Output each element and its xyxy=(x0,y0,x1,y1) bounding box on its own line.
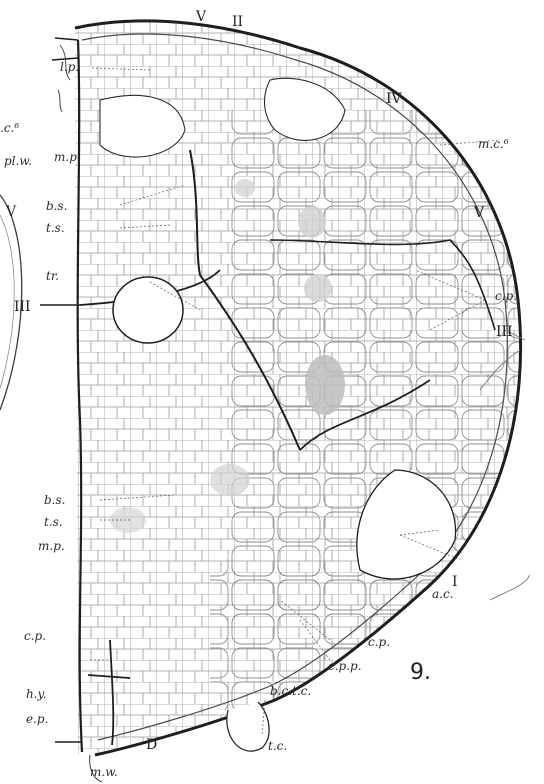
numeral-v-left: V xyxy=(6,205,16,219)
label-cpp: c.p.p. xyxy=(328,660,362,672)
label-hy: h.y. xyxy=(26,688,47,700)
label-bs-top: b.s. xyxy=(46,200,67,212)
label-ac: a.c. xyxy=(432,588,454,600)
label-cp-left: c.p. xyxy=(24,630,46,642)
label-plw: pl.w. xyxy=(4,155,32,167)
label-mw: m.w. xyxy=(90,766,118,778)
label-tr: tr. xyxy=(46,270,59,282)
label-mp-bottom: m.p. xyxy=(38,540,65,552)
numeral-v-right: V xyxy=(474,206,484,220)
label-bctc: b.c.t.c. xyxy=(270,685,311,697)
stippled-strand xyxy=(305,355,345,415)
air-cavity-left xyxy=(113,277,183,343)
label-ep: e.p. xyxy=(26,713,48,725)
terminal-cell xyxy=(227,702,269,751)
label-lp: l.p. xyxy=(60,61,79,73)
numeral-d: D xyxy=(146,738,157,752)
label-c6: .c.⁶ xyxy=(0,122,19,134)
numeral-iv: IV xyxy=(386,92,402,106)
numeral-ii: II xyxy=(232,15,243,29)
numeral-iii-left: III xyxy=(14,300,31,314)
label-ts-top: t.s. xyxy=(46,222,65,234)
numeral-v-top: V xyxy=(196,10,206,24)
label-cp-right: c.p. xyxy=(495,290,517,302)
label-ts-bottom: t.s. xyxy=(44,516,63,528)
numeral-i: I xyxy=(452,575,458,589)
figure-number: 9. xyxy=(410,662,431,684)
label-mc6: m.c.⁶ xyxy=(478,138,509,150)
label-mp-top: m.p. xyxy=(54,151,81,163)
label-bs-bottom: b.s. xyxy=(44,494,65,506)
label-tc: t.c. xyxy=(268,740,287,752)
label-cp-bottom: c.p. xyxy=(368,636,390,648)
numeral-iii-right: III xyxy=(496,325,513,339)
